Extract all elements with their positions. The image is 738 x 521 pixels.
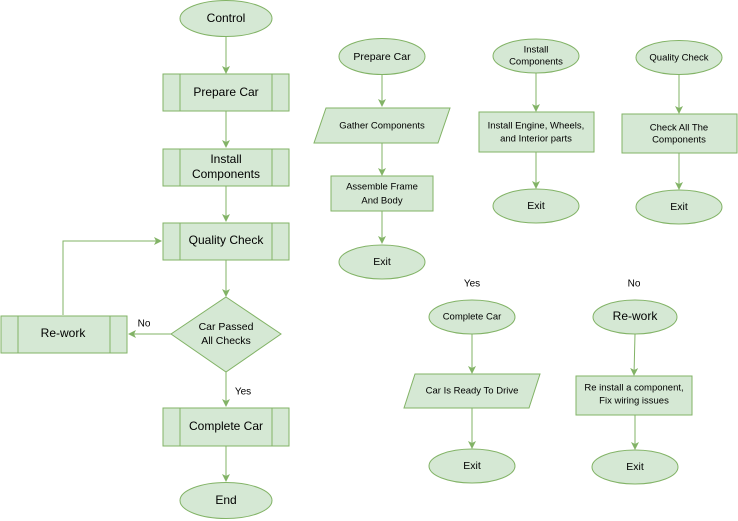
prepare-car-label: Prepare Car	[193, 85, 258, 99]
install-engine-label-line2: and Interior parts	[500, 134, 572, 145]
no-exit-node[interactable]: Exit	[591, 449, 679, 485]
car-ready-label: Car Is Ready To Drive	[426, 386, 519, 397]
complete-car-process[interactable]: Complete Car	[162, 407, 290, 447]
install-engine-label-line1: Install Engine, Wheels,	[488, 121, 585, 132]
prepare-exit-node[interactable]: Exit	[338, 244, 426, 280]
yes-edge-label: Yes	[235, 387, 251, 398]
quality-exit-label: Exit	[670, 201, 688, 213]
check-components-process[interactable]: Check All The Components	[621, 113, 738, 154]
control-node[interactable]: Control	[179, 0, 273, 37]
car-passed-decision[interactable]: Car Passed All Checks	[170, 296, 282, 373]
quality-check-label: Quality Check	[189, 233, 265, 247]
install-exit-label: Exit	[527, 200, 545, 212]
sub-install-components-node[interactable]: Install Components	[492, 38, 580, 74]
gather-components-label: Gather Components	[339, 121, 425, 132]
assemble-frame-process[interactable]: Assemble Frame And Body	[330, 175, 434, 212]
no-edge-label: No	[138, 319, 151, 330]
prepare-car-process[interactable]: Prepare Car	[162, 73, 290, 112]
assemble-label-line1: Assemble Frame	[346, 182, 418, 193]
complete-car-label: Complete Car	[189, 419, 263, 433]
sub-prepare-car-label: Prepare Car	[353, 51, 411, 63]
sub-prepare-car-node[interactable]: Prepare Car	[338, 38, 426, 75]
car-ready-io[interactable]: Car Is Ready To Drive	[403, 373, 541, 409]
decision-label-line2: All Checks	[201, 335, 251, 347]
sub-install-label-line2: Components	[509, 57, 563, 68]
install-components-subflow: Install Components Install Engine, Wheel…	[478, 38, 595, 224]
prepare-car-subflow: Prepare Car Gather Components Assemble F…	[313, 38, 451, 280]
no-subflow: No Re-work Re install a component, Fix w…	[575, 279, 693, 485]
control-label: Control	[207, 11, 246, 25]
end-node[interactable]: End	[179, 482, 273, 519]
edge-rework-to-reinstall	[630, 333, 639, 376]
reinstall-label-line2: Fix wiring issues	[599, 396, 669, 407]
yes-exit-label: Exit	[463, 460, 481, 472]
sub-quality-check-node[interactable]: Quality Check	[635, 40, 723, 75]
gather-components-io[interactable]: Gather Components	[313, 107, 451, 144]
sub-quality-check-label: Quality Check	[649, 53, 708, 64]
yes-exit-node[interactable]: Exit	[428, 448, 516, 484]
quality-exit-node[interactable]: Exit	[635, 189, 723, 225]
install-components-process[interactable]: Install Components	[162, 148, 290, 187]
install-components-label-line1: Install	[210, 152, 241, 166]
check-components-label-line2: Components	[652, 135, 706, 146]
quality-check-subflow: Quality Check Check All The Components E…	[621, 40, 738, 225]
rework-label: Re-work	[41, 326, 87, 340]
no-heading: No	[628, 279, 641, 290]
edge-rework-to-quality	[62, 237, 162, 315]
assemble-label-line2: And Body	[361, 196, 402, 207]
install-exit-node[interactable]: Exit	[492, 188, 580, 224]
decision-label-line1: Car Passed	[199, 321, 254, 333]
prepare-exit-label: Exit	[373, 256, 391, 268]
reinstall-component-process[interactable]: Re install a component, Fix wiring issue…	[575, 375, 693, 416]
rework-process[interactable]: Re-work	[0, 315, 128, 354]
sub-rework-node[interactable]: Re-work	[592, 299, 678, 335]
main-flow: Control Prepare Car Install Components Q…	[0, 0, 290, 519]
end-label: End	[215, 493, 236, 507]
install-engine-process[interactable]: Install Engine, Wheels, and Interior par…	[478, 111, 595, 153]
install-components-label-line2: Components	[192, 167, 260, 181]
sub-install-label-line1: Install	[524, 45, 549, 56]
sub-complete-car-node[interactable]: Complete Car	[428, 299, 516, 335]
yes-subflow: Yes Complete Car Car Is Ready To Drive E…	[403, 279, 541, 484]
quality-check-process[interactable]: Quality Check	[162, 222, 290, 261]
yes-heading: Yes	[464, 279, 480, 290]
check-components-label-line1: Check All The	[650, 123, 708, 134]
no-exit-label: Exit	[626, 461, 644, 473]
sub-rework-label: Re-work	[613, 309, 659, 323]
sub-complete-car-label: Complete Car	[443, 312, 502, 323]
reinstall-label-line1: Re install a component,	[584, 383, 683, 394]
